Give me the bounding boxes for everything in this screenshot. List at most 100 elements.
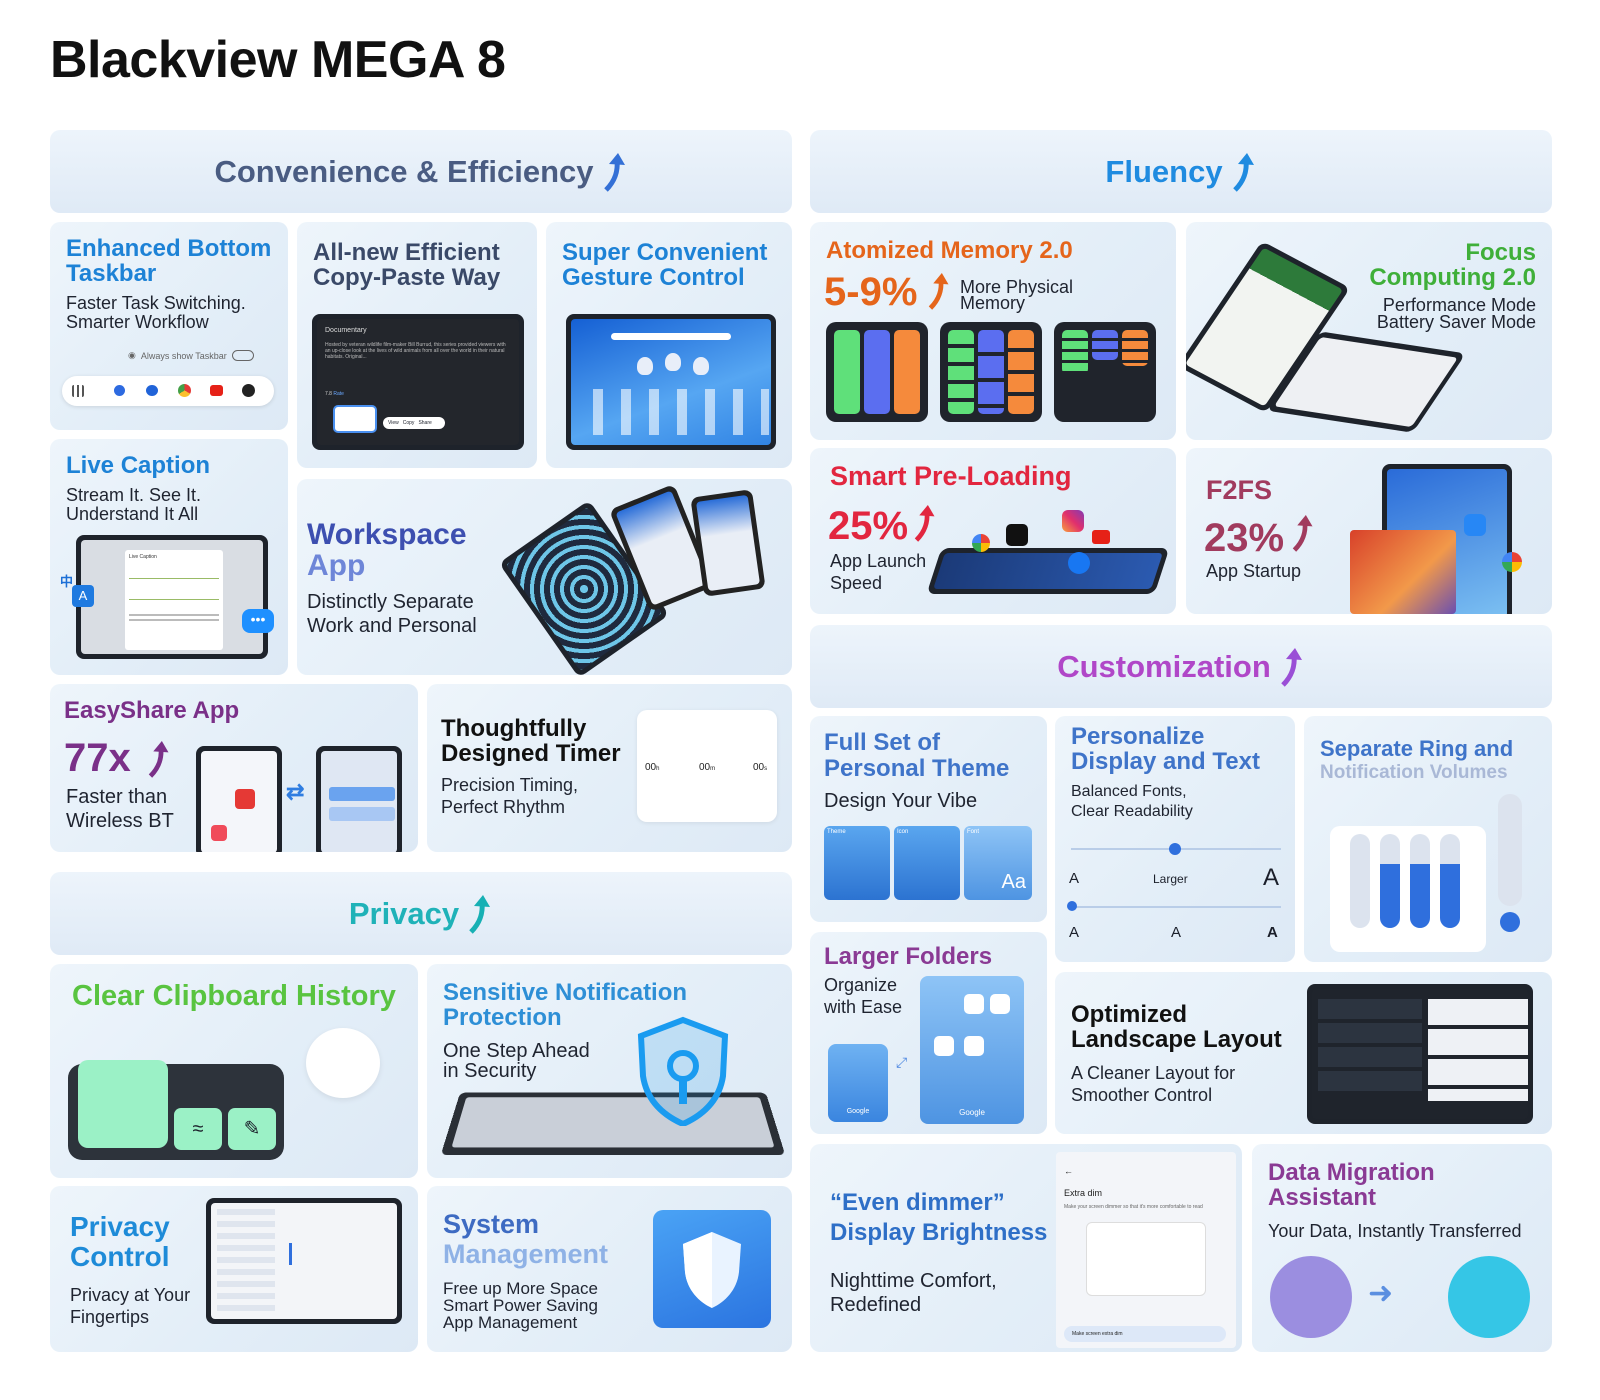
card-gesture-title1: Super Convenient bbox=[562, 239, 768, 266]
large-folder-label: Google bbox=[959, 1108, 985, 1117]
card-dimmer-title2: Display Brightness bbox=[830, 1219, 1048, 1246]
memory-block-2 bbox=[940, 322, 1042, 422]
display-size-slider[interactable] bbox=[1071, 906, 1281, 908]
card-system-title1: System bbox=[443, 1209, 540, 1239]
livecaption-tablet: Live Caption bbox=[76, 535, 268, 659]
youtube-icon[interactable] bbox=[210, 385, 223, 396]
trend-up-arrow-icon bbox=[1292, 514, 1313, 552]
instagram-icon bbox=[1062, 510, 1084, 532]
preload-tablet bbox=[926, 548, 1170, 594]
card-f2fs-line1: App Startup bbox=[1206, 561, 1302, 581]
volume-slider-media[interactable] bbox=[1350, 834, 1370, 928]
back-icon[interactable]: ← bbox=[1064, 1166, 1073, 1176]
edit-clipboard-button[interactable]: ✎ bbox=[228, 1108, 276, 1150]
taskbar-dock bbox=[62, 376, 274, 406]
timer-seconds-unit: s bbox=[764, 766, 768, 772]
card-folders: Larger Folders Organize with Ease Google… bbox=[810, 932, 1047, 1134]
theme-tile[interactable]: Theme bbox=[824, 826, 890, 900]
bell-icon[interactable] bbox=[1500, 912, 1520, 932]
camera-icon[interactable] bbox=[242, 384, 255, 397]
card-workspace-line2: Work and Personal bbox=[307, 615, 477, 637]
card-workspace-title1: Workspace bbox=[307, 518, 467, 551]
font-tile[interactable]: Font Aa bbox=[964, 826, 1032, 900]
card-livecaption-line1: Stream It. See It. bbox=[66, 485, 202, 505]
card-system-title2: Management bbox=[443, 1239, 609, 1269]
card-theme-title2: Personal Theme bbox=[824, 755, 1010, 782]
card-livecaption: Live Caption Stream It. See It. Understa… bbox=[50, 439, 288, 675]
card-preload-stat: 25% bbox=[828, 504, 909, 548]
small-folder[interactable]: Google bbox=[828, 1044, 888, 1122]
icon-tile[interactable]: Icon bbox=[894, 826, 960, 900]
transfer-arrows-icon: ⇄ bbox=[286, 779, 305, 804]
card-volumes: Separate Ring and Notification Volumes bbox=[1304, 716, 1552, 962]
translate-zh: 中 bbox=[60, 574, 74, 589]
trend-up-arrow-icon bbox=[928, 272, 949, 310]
card-easyshare-title: EasyShare App bbox=[64, 697, 240, 724]
card-timer-title1: Thoughtfully bbox=[441, 715, 587, 742]
card-sensitive-title2: Protection bbox=[443, 1004, 562, 1031]
doc-title: Documentary bbox=[325, 327, 367, 334]
card-theme-title1: Full Set of bbox=[824, 729, 940, 756]
card-clipboard: Clear Clipboard History ≈ ✎ bbox=[50, 964, 418, 1178]
card-taskbar-line1: Faster Task Switching. bbox=[66, 293, 246, 313]
copy-button[interactable]: Copy bbox=[402, 420, 415, 426]
privacy-control-tablet bbox=[206, 1198, 402, 1324]
dim-panel-title: Extra dim bbox=[1064, 1188, 1103, 1198]
memory-block-1 bbox=[826, 322, 928, 422]
quick-settings-panel bbox=[1318, 999, 1422, 1095]
photos-icon bbox=[972, 534, 990, 552]
card-display-title2: Display and Text bbox=[1071, 748, 1260, 775]
chrome-icon[interactable] bbox=[178, 384, 191, 397]
card-landscape-line1: A Cleaner Layout for bbox=[1071, 1063, 1236, 1083]
volume-slider-ring[interactable] bbox=[1380, 834, 1400, 928]
rate-link[interactable]: Rate bbox=[333, 391, 344, 397]
apps-grid-icon[interactable] bbox=[72, 385, 84, 397]
view-button[interactable]: View bbox=[388, 420, 399, 426]
extra-dim-toggle-label: Make screen extra dim bbox=[1072, 1331, 1123, 1337]
card-display-line2: Clear Readability bbox=[1071, 803, 1193, 820]
card-preload-line2: Speed bbox=[830, 573, 883, 593]
timer-picker[interactable]: 00h 00m 00s bbox=[637, 710, 777, 822]
card-landscape-line2: Smoother Control bbox=[1071, 1085, 1213, 1105]
font-size-slider-thumb[interactable] bbox=[1169, 843, 1181, 855]
card-taskbar-title: Enhanced Bottom Taskbar bbox=[66, 235, 272, 287]
section-customization-title: Customization bbox=[1057, 648, 1271, 684]
card-focus-title2: Computing 2.0 bbox=[1369, 264, 1536, 291]
wps-icon bbox=[235, 789, 255, 809]
new-phone-icon bbox=[1448, 1256, 1530, 1338]
section-convenience: Convenience & Efficiency bbox=[50, 130, 792, 213]
phone-icon[interactable] bbox=[114, 385, 125, 396]
cloud-icon bbox=[306, 1028, 380, 1098]
trend-up-arrow-icon bbox=[469, 894, 491, 934]
card-display-title1: Personalize bbox=[1071, 723, 1205, 750]
section-convenience-title: Convenience & Efficiency bbox=[214, 153, 594, 189]
card-system: System Management Free up More Space Sma… bbox=[427, 1186, 792, 1352]
timer-minutes-unit: m bbox=[710, 766, 716, 772]
card-easyshare-line2: Wireless BT bbox=[66, 810, 174, 832]
card-landscape-title2: Landscape Layout bbox=[1071, 1026, 1282, 1053]
section-privacy: Privacy bbox=[50, 872, 792, 955]
rating-value: 7.8 bbox=[325, 391, 332, 397]
card-copypaste: All-new Efficient Copy-Paste Way Documen… bbox=[297, 222, 537, 468]
toggle-switch[interactable] bbox=[231, 350, 254, 361]
section-privacy-title: Privacy bbox=[348, 895, 460, 931]
taskbar-toggle-row[interactable]: ◉ Always show Taskbar bbox=[128, 350, 254, 361]
volume-slider-alarm[interactable] bbox=[1440, 834, 1460, 928]
messages-icon[interactable] bbox=[146, 385, 158, 396]
card-dimmer-line1: Nighttime Comfort, bbox=[830, 1270, 997, 1292]
card-easyshare: EasyShare App 77x Faster than Wireless B… bbox=[50, 684, 418, 852]
small-folder-label: Google bbox=[846, 1108, 870, 1115]
card-system-line1: Free up More Space bbox=[443, 1279, 598, 1298]
clear-clipboard-button[interactable]: ≈ bbox=[174, 1108, 222, 1150]
card-migration-line1: Your Data, Instantly Transferred bbox=[1268, 1221, 1522, 1241]
card-privacycontrol-title1: Privacy bbox=[70, 1211, 170, 1242]
music-icon bbox=[211, 825, 227, 841]
display-size-slider-thumb[interactable] bbox=[1067, 901, 1077, 911]
drive-icon bbox=[964, 1036, 984, 1056]
volume-slider-main[interactable] bbox=[1498, 794, 1522, 906]
volume-slider-notification[interactable] bbox=[1410, 834, 1430, 928]
page-title: Blackview MEGA 8 bbox=[50, 31, 506, 89]
card-migration: Data Migration Assistant Your Data, Inst… bbox=[1252, 1144, 1552, 1352]
share-button[interactable]: Share bbox=[418, 420, 432, 426]
extra-dim-toggle-row[interactable]: Make screen extra dim bbox=[1064, 1326, 1226, 1342]
